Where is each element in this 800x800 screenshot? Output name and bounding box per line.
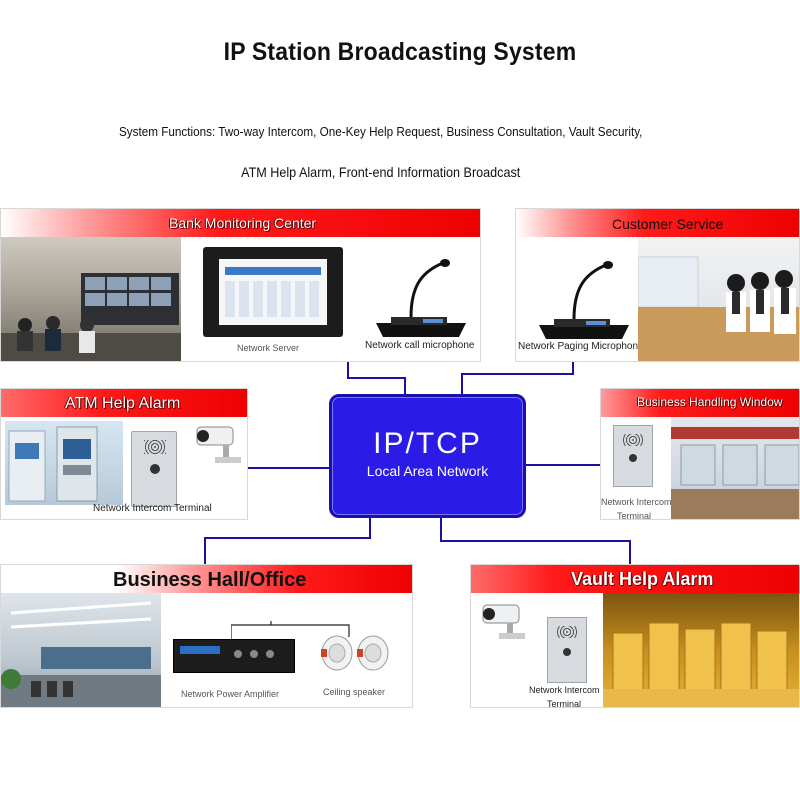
panel-title: Vault Help Alarm: [571, 569, 714, 589]
label-paging-microphone: Network Paging Microphone: [518, 341, 644, 352]
panel-title: Customer Service: [612, 216, 724, 232]
banner: [1, 209, 480, 237]
panel-business-hall: Business Hall/Office Network Power Ampli…: [0, 564, 413, 708]
window-intercom-terminal: [613, 425, 653, 487]
business-hall-photo: [1, 593, 161, 707]
gold-vault-photo: [603, 593, 799, 707]
network-hub: IP/TCP Local Area Network: [329, 394, 526, 518]
panel-business-window: Business Handling Window Network Interco…: [600, 388, 800, 520]
panel-vault-help: Vault Help Alarm Network Intercom Termin…: [470, 564, 800, 708]
monitoring-room-photo: [1, 237, 181, 361]
label-window-terminal-1: Network Intercom: [601, 497, 672, 507]
banner: [601, 389, 799, 417]
label-call-microphone: Network call microphone: [365, 340, 475, 351]
banner: [516, 209, 799, 237]
call-microphone-image: [376, 259, 466, 337]
atm-camera-image: [196, 426, 241, 463]
label-power-amplifier: Network Power Amplifier: [181, 689, 280, 699]
label-window-terminal-2: Terminal: [617, 511, 652, 520]
network-title: IP/TCP: [373, 427, 482, 460]
panel-atm-help: ATM Help Alarm Network Intercom Terminal: [0, 388, 248, 520]
label-atm-terminal: Network Intercom Terminal: [93, 503, 212, 514]
connector-vault: [440, 518, 631, 564]
label-ceiling-speaker: Ceiling speaker: [323, 687, 386, 697]
panel-customer-service: Customer Service Network Paging Micropho…: [515, 208, 800, 362]
paging-microphone-image: [539, 261, 629, 339]
business-window-photo: [671, 417, 799, 519]
panel-title: Business Hall/Office: [113, 569, 307, 591]
functions-line-2: ATM Help Alarm, Front-end Information Br…: [241, 164, 521, 180]
panel-bank-monitoring: Bank Monitoring Center Network Server Ne…: [0, 208, 481, 362]
banner: [471, 565, 799, 593]
vault-camera-image: [482, 604, 525, 639]
power-amplifier-image: [173, 639, 295, 673]
network-subtitle: Local Area Network: [366, 463, 489, 479]
connector-customer: [461, 362, 574, 394]
banner: [1, 565, 412, 593]
label-vault-terminal-1: Network Intercom: [529, 685, 600, 695]
ceiling-speaker-icon: [321, 635, 389, 671]
page-title: IP Station Broadcasting System: [223, 38, 577, 66]
panel-title: Business Handling Window: [637, 395, 783, 409]
customer-service-photo: [638, 237, 799, 361]
label-network-server: Network Server: [237, 343, 300, 353]
amp-wiring: [231, 621, 350, 639]
vault-intercom-terminal: [547, 617, 587, 683]
atm-photo: [5, 421, 123, 505]
panel-title: ATM Help Alarm: [65, 395, 181, 412]
connector-bank: [347, 362, 406, 394]
atm-intercom-terminal: [131, 431, 177, 507]
network-server-image: [203, 247, 343, 337]
functions-line-1: System Functions: Two-way Intercom, One-…: [118, 124, 643, 139]
banner: [1, 389, 247, 417]
label-vault-terminal-2: Terminal: [547, 699, 582, 708]
connector-hall: [204, 518, 371, 564]
panel-title: Bank Monitoring Center: [169, 215, 317, 231]
